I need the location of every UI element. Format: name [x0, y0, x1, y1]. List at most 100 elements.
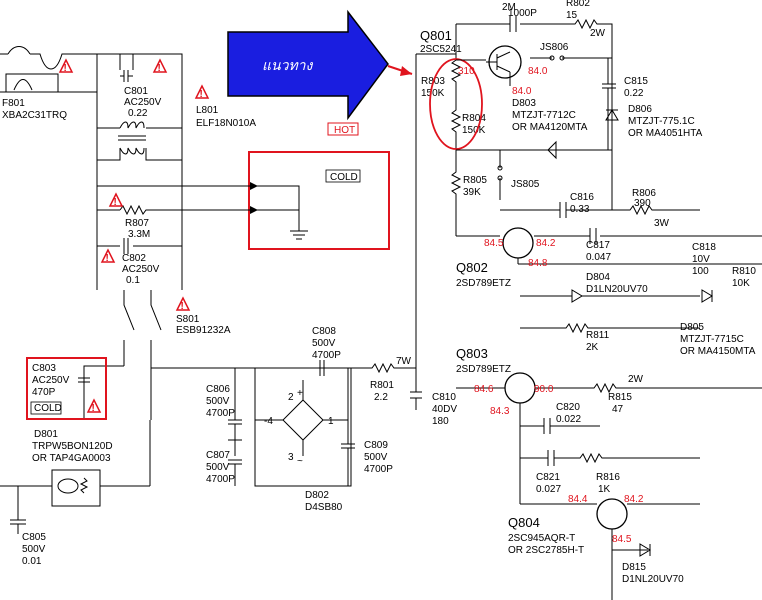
r810-value: 10K: [732, 278, 750, 289]
q804-alt-part: OR 2SC2785H-T: [508, 545, 584, 556]
d815-part: D1NL20UV70: [622, 574, 684, 585]
r807-ref: R807: [125, 218, 149, 229]
svg-text:+: +: [297, 388, 303, 399]
cold-tag-top: COLD: [330, 172, 358, 183]
d806-alt-part: OR MA4051HTA: [628, 128, 703, 139]
c820-value: 0.022: [556, 414, 581, 425]
c805-voltage: 500V: [22, 544, 46, 555]
r815-wattage: 2W: [628, 374, 644, 385]
c807-voltage: 500V: [206, 462, 230, 473]
regulator-section: Q801 2SC5241 2M 1000P R802 15 2W R803 15…: [416, 0, 762, 600]
warning-icon: !: [175, 296, 191, 312]
voltage-q804-right: 84.2: [624, 494, 644, 505]
c818-voltage: 10V: [692, 254, 710, 265]
r806-wattage: 3W: [654, 218, 670, 229]
r815-value: 47: [612, 404, 624, 415]
c-top-value: 1000P: [508, 8, 537, 19]
switch-s801: ! S801 ESB91232A: [83, 290, 231, 420]
d805-part: MTZJT-7715C: [680, 334, 744, 345]
capacitor-c805: C805 500V 0.01: [10, 486, 46, 567]
svg-text:!: !: [106, 253, 109, 264]
arrow-label: แนวทาง: [262, 58, 314, 74]
c816-ref: C816: [570, 192, 594, 203]
r802-wattage: 2W: [590, 28, 606, 39]
c809-voltage: 500V: [364, 452, 388, 463]
c807-value: 4700P: [206, 474, 235, 485]
voltage-readings: 310 84.0 84.0 84.5 84.2 84.8 84.6 90.0 8…: [458, 66, 644, 545]
q801-ref: Q801: [420, 28, 452, 43]
svg-text:3: 3: [288, 452, 294, 463]
q803-part: 2SD789ETZ: [456, 364, 511, 375]
svg-text:~: ~: [297, 456, 303, 467]
c806-voltage: 500V: [206, 396, 230, 407]
d806-ref: D806: [628, 104, 652, 115]
voltage-q804-left: 84.4: [568, 494, 588, 505]
cold-tag-left: COLD: [34, 403, 62, 414]
c808-value: 4700P: [312, 350, 341, 361]
capacitor-c802: ! C802 AC250V 0.1: [97, 238, 182, 286]
c807-ref: C807: [206, 450, 230, 461]
voltage-310: 310: [458, 66, 475, 77]
cold-ground-box: COLD: [228, 151, 390, 250]
c801-voltage: AC250V: [124, 97, 162, 108]
c809-value: 4700P: [364, 464, 393, 475]
r805-value: 39K: [463, 187, 481, 198]
warning-icon: !: [86, 398, 102, 414]
r803-value: 150K: [421, 88, 445, 99]
c817-value: 0.047: [586, 252, 611, 263]
r801-wattage: 7W: [396, 356, 412, 367]
c805-value: 0.01: [22, 556, 42, 567]
l801-ref: L801: [196, 105, 219, 116]
c810-ref: C810: [432, 392, 456, 403]
voltage-q803-right: 90.0: [534, 384, 554, 395]
q801-part: 2SC5241: [420, 44, 462, 55]
c802-ref: C802: [122, 253, 146, 264]
r816-value: 1K: [598, 484, 611, 495]
capacitor-c801: C801 AC250V 0.22: [119, 54, 162, 119]
c-top-ref: 2M: [502, 2, 516, 13]
r802-value: 15: [566, 10, 578, 21]
s801-ref: S801: [176, 314, 200, 325]
r804-ref: R804: [462, 113, 486, 124]
c806-ref: C806: [206, 384, 230, 395]
c821-ref: C821: [536, 472, 560, 483]
svg-text:!: !: [114, 197, 117, 208]
choke-l801: L801 ELF18N010A: [97, 105, 256, 161]
c802-value: 0.1: [126, 275, 140, 286]
c808-ref: C808: [312, 326, 336, 337]
svg-text:!: !: [200, 89, 203, 100]
c810-voltage: 40DV: [432, 404, 457, 415]
svg-text:!: !: [92, 403, 95, 414]
fuse-f801: F801 XBA2C31TRQ: [2, 73, 67, 121]
d804-ref: D804: [586, 272, 610, 283]
r811-value: 2K: [586, 342, 599, 353]
c802-voltage: AC250V: [122, 264, 160, 275]
c815-ref: C815: [624, 76, 648, 87]
r806-value: 390: [634, 198, 651, 209]
warning-icon: !: [152, 58, 168, 74]
q803-ref: Q803: [456, 346, 488, 361]
svg-text:1: 1: [328, 416, 334, 427]
r806-ref: R806: [632, 188, 656, 199]
r804-value: 150K: [462, 125, 486, 136]
q804-ref: Q804: [508, 515, 540, 530]
js805-label: JS805: [511, 179, 540, 190]
r815-ref: R815: [608, 392, 632, 403]
c815-value: 0.22: [624, 88, 644, 99]
d806-part: MTZJT-775.1C: [628, 116, 695, 127]
voltage-84-3: 84.3: [490, 406, 510, 417]
d804-part: D1LN20UV70: [586, 284, 648, 295]
warning-icon: !: [194, 84, 210, 100]
voltage-84-8: 84.8: [528, 258, 548, 269]
d801-ref: D801: [34, 429, 58, 440]
d803-alt-part: OR MA4120MTA: [512, 122, 588, 133]
f801-part: XBA2C31TRQ: [2, 110, 67, 121]
r801-value: 2.2: [374, 392, 388, 403]
l801-part: ELF18N010A: [196, 118, 256, 129]
svg-text:!: !: [181, 301, 184, 312]
c805-ref: C805: [22, 532, 46, 543]
r805-ref: R805: [463, 175, 487, 186]
r801-ref: R801: [370, 380, 394, 391]
d805-ref: D805: [680, 322, 704, 333]
c803-voltage: AC250V: [32, 375, 70, 386]
